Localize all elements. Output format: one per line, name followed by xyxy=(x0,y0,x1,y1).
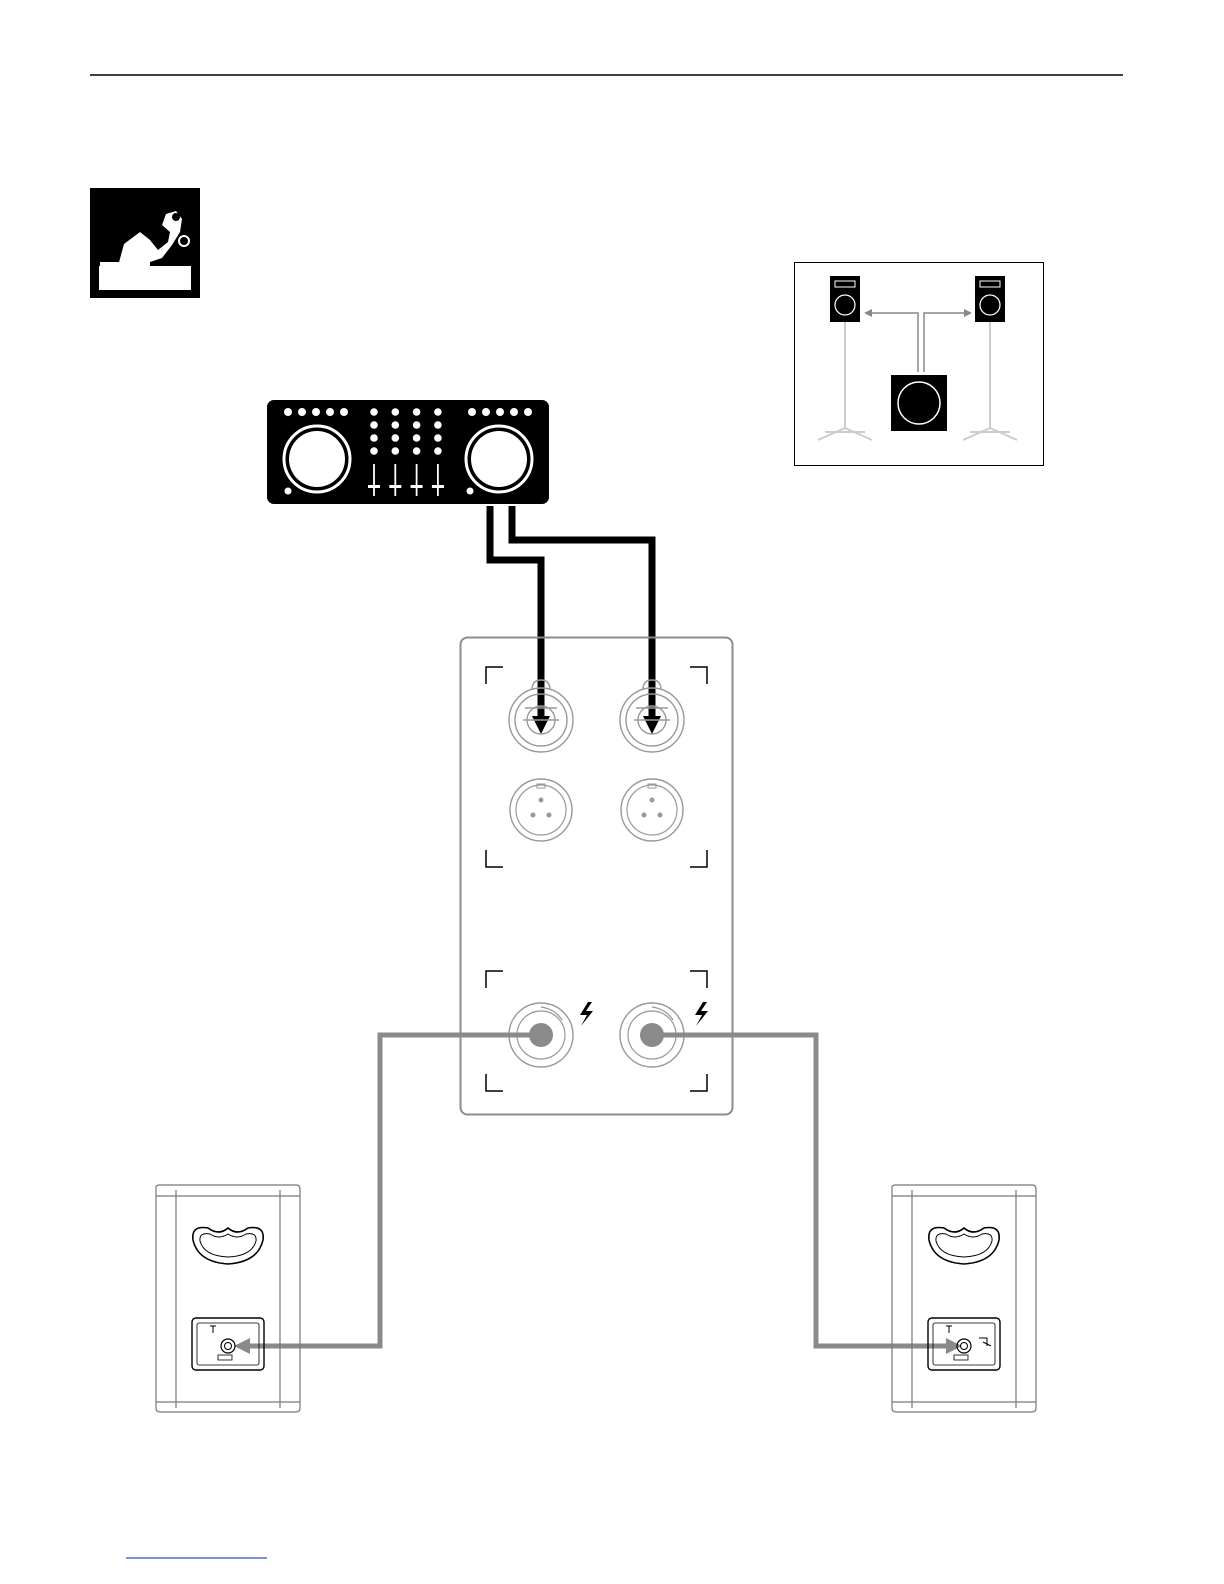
mixer-button xyxy=(370,421,378,429)
controller-top-button xyxy=(510,408,518,416)
mixer-button xyxy=(370,447,378,455)
mixer-button xyxy=(413,421,421,429)
mixer-button xyxy=(392,434,400,442)
mixer-button xyxy=(434,408,442,416)
controller-top-button xyxy=(326,408,334,416)
controller-jog-wheel-right xyxy=(466,426,532,492)
controller-top-button xyxy=(496,408,504,416)
dj-performer-icon xyxy=(90,188,200,298)
controller-top-button xyxy=(312,408,320,416)
controller-top-button xyxy=(524,408,532,416)
speaker-cable-right xyxy=(652,1035,950,1346)
passive-speaker-right xyxy=(892,1185,1036,1412)
xlr-output-left xyxy=(510,779,572,841)
high-voltage-icon xyxy=(580,1002,593,1026)
controller-top-button xyxy=(468,408,476,416)
signal-cable-arrows xyxy=(532,716,661,734)
mixer-button xyxy=(392,421,400,429)
dj-controller xyxy=(267,400,549,504)
controller-top-button xyxy=(482,408,490,416)
xlr-output-right xyxy=(621,779,683,841)
controller-top-button xyxy=(284,408,292,416)
passive-speaker-left xyxy=(156,1185,300,1412)
mixer-button xyxy=(370,408,378,416)
setup-diagram-thumbnail xyxy=(795,263,1044,466)
mixer-button xyxy=(434,421,442,429)
controller-top-button xyxy=(298,408,306,416)
mixer-fader-knob xyxy=(411,485,423,488)
mixer-button xyxy=(413,408,421,416)
mixer-button xyxy=(413,447,421,455)
mixer-button xyxy=(392,408,400,416)
mixer-button xyxy=(370,434,378,442)
controller-top-button xyxy=(340,408,348,416)
high-voltage-icon xyxy=(695,1002,708,1026)
mixer-button xyxy=(413,434,421,442)
mixer-fader-knob xyxy=(368,485,380,488)
mixer-fader-knob xyxy=(389,485,401,488)
signal-cables xyxy=(490,506,652,718)
controller-jog-wheel-left xyxy=(284,426,350,492)
mixer-button xyxy=(434,434,442,442)
mixer-button xyxy=(392,447,400,455)
speaker-cable-left xyxy=(246,1035,541,1346)
mixer-fader-knob xyxy=(432,485,444,488)
mixer-button xyxy=(434,447,442,455)
speaker-cables xyxy=(246,1035,950,1346)
subwoofer-rear-panel xyxy=(461,638,733,1115)
